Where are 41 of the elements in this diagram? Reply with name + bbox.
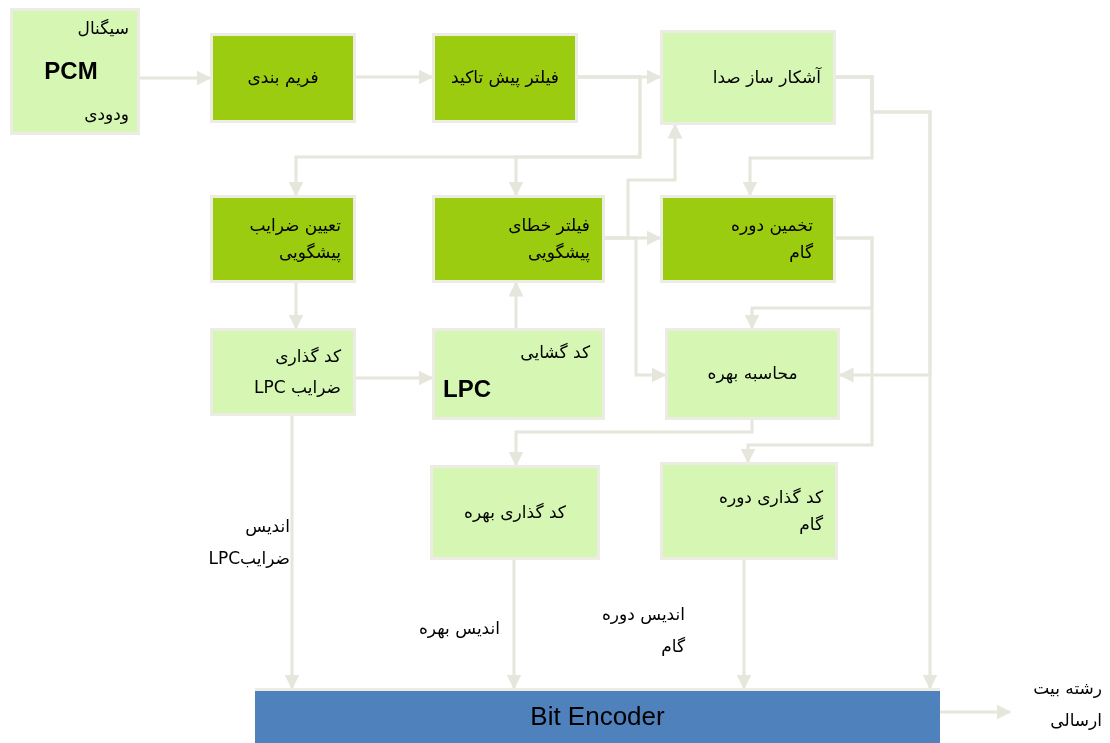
arrow	[736, 560, 752, 690]
node-text: PCM	[44, 56, 98, 87]
node-text: تعیین ضرایب پیشگویی	[248, 213, 341, 265]
process-box	[660, 462, 838, 560]
node-text: فریم بندی	[247, 66, 319, 90]
process-box	[210, 328, 356, 416]
arrow	[140, 70, 212, 86]
node-text: تخمین دوره گام	[730, 213, 813, 264]
arrow	[508, 281, 524, 328]
node-text: کد گذاری دوره گام	[718, 485, 823, 536]
node-text: ودودی	[84, 102, 129, 126]
arrow	[508, 420, 754, 467]
node-text: Bit Encoder	[530, 700, 665, 734]
process-box	[210, 33, 356, 123]
arrow	[506, 560, 522, 690]
process-box	[210, 195, 356, 283]
node-text: کد گشایی	[520, 341, 590, 365]
node-text: فیلتر پیش تاکید	[451, 66, 559, 90]
process-box	[432, 33, 578, 123]
process-box	[10, 8, 140, 135]
node-text: کد گذاری بهره	[464, 500, 566, 525]
process-box	[660, 30, 836, 125]
encoder-bar	[255, 688, 940, 743]
process-box	[432, 195, 605, 283]
node-text: آشکار ساز صدا	[712, 65, 821, 89]
node-text: ضرایب LPC	[254, 376, 341, 399]
process-box	[660, 195, 836, 283]
arrow	[356, 69, 434, 85]
process-box	[432, 328, 605, 420]
node-text: کد گذاری	[275, 344, 341, 368]
arrow	[940, 704, 1012, 720]
process-box	[430, 465, 600, 560]
node-text: فیلتر خطای پیشگویی	[507, 213, 590, 265]
arrow	[288, 283, 304, 330]
node-text: LPC	[442, 374, 491, 405]
node-text: سیگنال	[77, 17, 129, 40]
arrow	[284, 416, 300, 690]
arrow	[740, 236, 874, 464]
process-box	[665, 328, 840, 420]
node-text: محاسبه بهره	[707, 362, 798, 386]
arrow	[356, 370, 434, 386]
